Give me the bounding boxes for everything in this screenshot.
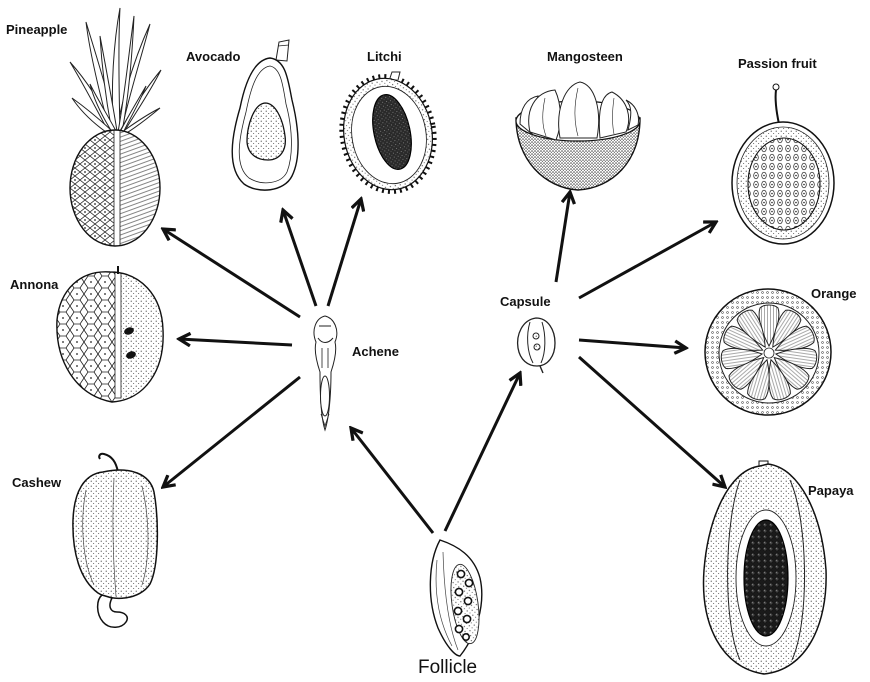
capsule-stem [540,366,543,373]
arrow-capsule-to-papaya [579,357,725,487]
follicle-illustration [430,540,483,656]
label-orange: Orange [811,287,857,300]
passion-fruit-illustration [732,84,834,244]
arrow-achene-to-avocado [283,210,316,306]
label-passion-fruit: Passion fruit [738,57,817,70]
passion-fruit-pulp [748,138,820,230]
mangosteen-segments [520,82,639,140]
papaya-seed-cavity [744,520,788,636]
achene-embryo [321,376,330,416]
avocado-stem [276,40,289,61]
arrow-follicle-to-achene [351,428,433,533]
pineapple-illustration [60,8,177,260]
arrow-capsule-to-mangosteen [556,192,570,282]
orange-illustration [705,289,831,415]
mangosteen-illustration [516,82,640,190]
pineapple-crown [70,8,161,134]
pineapple-core [114,128,120,253]
label-capsule: Capsule [500,295,551,308]
label-mangosteen: Mangosteen [547,50,623,63]
label-pineapple: Pineapple [6,23,67,36]
label-litchi: Litchi [367,50,402,63]
avocado-illustration [232,40,298,190]
annona-core [115,268,121,398]
arrows [163,192,725,533]
cashew-stem [99,454,118,472]
achene-illustration [314,316,337,430]
passion-fruit-stem [776,90,779,124]
arrow-follicle-to-capsule [445,373,520,531]
annona-skin [50,265,120,410]
label-cashew: Cashew [12,476,61,489]
cashew-illustration [73,454,157,627]
arrow-capsule-to-orange [579,340,686,348]
arrow-achene-to-cashew [163,377,300,487]
capsule-illustration [518,318,555,373]
label-follicle: Follicle [418,658,477,677]
arrow-achene-to-annona [179,339,292,345]
cashew-nut [98,595,128,627]
cashew-apple [73,470,157,598]
label-achene: Achene [352,345,399,358]
label-annona: Annona [10,278,58,291]
arrow-achene-to-pineapple [163,229,300,317]
litchi-illustration [333,69,444,199]
annona-illustration [50,265,170,410]
label-avocado: Avocado [186,50,240,63]
capsule-outline [518,318,555,366]
arrow-capsule-to-passion-fruit [579,222,716,298]
pineapple-flesh [117,120,177,260]
label-papaya: Papaya [808,484,854,497]
arrow-achene-to-litchi [328,199,361,306]
